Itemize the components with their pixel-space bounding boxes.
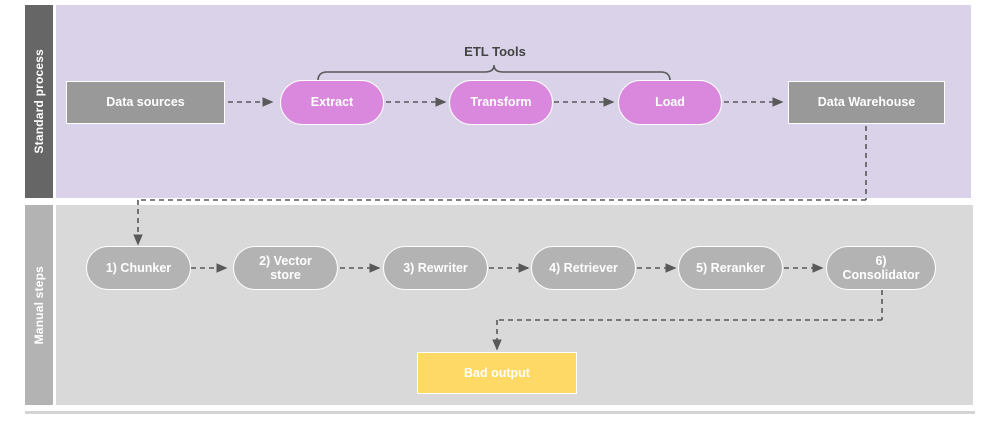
node-consolidator-label: 6)Consolidator [842, 253, 920, 282]
node-retriever[interactable]: 4) Retriever [531, 246, 636, 290]
node-retriever-label: 4) Retriever [549, 260, 618, 275]
lane-label-manual-steps: Manual steps [32, 265, 46, 345]
node-bad-output-label: Bad output [464, 365, 530, 380]
node-reranker-label: 5) Reranker [696, 260, 765, 275]
node-reranker[interactable]: 5) Reranker [678, 246, 783, 290]
lane-band-standard-process: Standard process [25, 5, 53, 198]
node-chunker[interactable]: 1) Chunker [86, 246, 191, 290]
bottom-divider-rule [25, 411, 975, 414]
node-chunker-label: 1) Chunker [105, 260, 172, 275]
node-load[interactable]: Load [618, 80, 722, 125]
node-data-warehouse-label: Data Warehouse [817, 95, 916, 110]
node-extract[interactable]: Extract [280, 80, 384, 125]
node-transform-label: Transform [470, 95, 532, 110]
node-load-label: Load [655, 95, 685, 110]
node-rewriter-label: 3) Rewriter [403, 260, 468, 275]
lane-label-standard-process: Standard process [32, 49, 46, 154]
lane-band-manual-steps: Manual steps [25, 205, 53, 405]
node-bad-output[interactable]: Bad output [417, 352, 577, 394]
node-consolidator[interactable]: 6)Consolidator [826, 246, 936, 290]
node-data-sources[interactable]: Data sources [66, 81, 225, 124]
node-transform[interactable]: Transform [449, 80, 553, 125]
node-data-sources-label: Data sources [106, 95, 185, 110]
node-rewriter[interactable]: 3) Rewriter [383, 246, 488, 290]
node-data-warehouse[interactable]: Data Warehouse [788, 81, 945, 124]
etl-tools-label: ETL Tools [464, 44, 526, 59]
node-extract-label: Extract [310, 95, 354, 110]
